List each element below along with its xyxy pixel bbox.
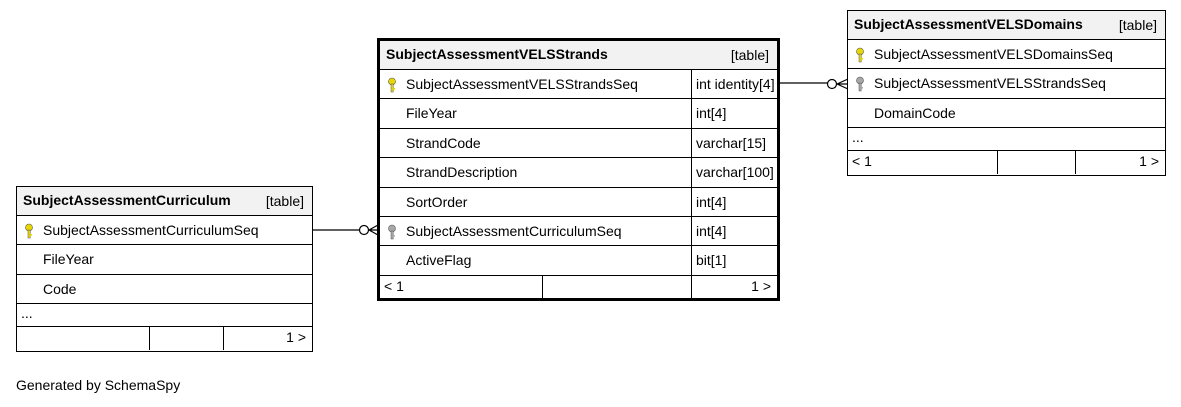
column-name: DomainCode xyxy=(874,104,956,121)
column-type: varchar[15] xyxy=(691,128,777,158)
footer-left: < 1 xyxy=(384,277,404,294)
column-name: SortOrder xyxy=(406,193,468,210)
table-header: SubjectAssessmentCurriculum [table] xyxy=(17,187,312,216)
column-name: Code xyxy=(43,280,77,297)
column-row[interactable]: SubjectAssessmentVELSDomainsSeq xyxy=(848,40,1165,70)
crowfoot-many-marker xyxy=(836,78,849,90)
column-name: FileYear xyxy=(43,251,94,268)
column-row[interactable]: SortOrder int[4] xyxy=(380,187,777,217)
table-name[interactable]: SubjectAssessmentVELSDomains xyxy=(854,16,1083,32)
table-kind: [table] xyxy=(265,193,304,209)
footer-right: 1 > xyxy=(751,277,771,294)
column-type: int identity[4] xyxy=(691,70,777,99)
primary-key-icon xyxy=(855,47,865,63)
column-name: StrandCode xyxy=(406,134,481,151)
column-row[interactable]: Code xyxy=(17,275,312,305)
primary-key-icon xyxy=(24,223,34,239)
column-row[interactable]: SubjectAssessmentCurriculumSeq xyxy=(17,216,312,246)
foreign-key-icon xyxy=(855,76,865,92)
column-row[interactable]: DomainCode xyxy=(848,99,1165,129)
column-name: StrandDescription xyxy=(406,164,518,181)
column-name: SubjectAssessmentVELSStrandsSeq xyxy=(406,76,638,92)
table-footer: 1 > xyxy=(17,327,312,351)
table-subjectassessmentvelsdomains[interactable]: SubjectAssessmentVELSDomains [table] Sub… xyxy=(847,10,1166,176)
column-row[interactable]: StrandCode varchar[15] xyxy=(380,128,777,159)
column-row[interactable]: SubjectAssessmentVELSStrandsSeq xyxy=(848,69,1165,99)
table-subjectassessmentcurriculum[interactable]: SubjectAssessmentCurriculum [table] Subj… xyxy=(16,186,313,352)
table-kind: [table] xyxy=(1118,17,1157,33)
foreign-key-icon xyxy=(387,224,397,240)
table-kind: [table] xyxy=(730,47,769,63)
footer-right: 1 > xyxy=(286,329,306,346)
column-type: int[4] xyxy=(691,99,777,128)
more-columns: ... xyxy=(17,304,312,328)
generated-by-footer[interactable]: Generated by SchemaSpy xyxy=(16,377,181,393)
column-name: SubjectAssessmentCurriculumSeq xyxy=(406,222,622,239)
column-row[interactable]: SubjectAssessmentVELSStrandsSeq int ident… xyxy=(380,70,777,100)
column-name: SubjectAssessmentVELSStrandsSeq xyxy=(874,75,1106,92)
more-columns: ... xyxy=(848,128,1165,152)
table-subjectassessmentvelsstrands[interactable]: SubjectAssessmentVELSStrands [table] Sub… xyxy=(377,38,780,301)
table-name[interactable]: SubjectAssessmentCurriculum xyxy=(23,192,231,208)
footer-right: 1 > xyxy=(1139,153,1159,170)
column-name: SubjectAssessmentCurriculumSeq xyxy=(43,222,259,238)
column-row[interactable]: FileYear int[4] xyxy=(380,99,777,129)
table-header: SubjectAssessmentVELSDomains [table] xyxy=(848,11,1165,40)
column-name: FileYear xyxy=(406,105,457,122)
column-name: SubjectAssessmentVELSDomainsSeq xyxy=(874,46,1113,62)
primary-key-icon xyxy=(387,77,397,93)
column-type: int[4] xyxy=(691,187,777,216)
column-type: bit[1] xyxy=(691,246,777,275)
table-header: SubjectAssessmentVELSStrands [table] xyxy=(380,41,777,70)
column-name: ActiveFlag xyxy=(406,252,472,269)
table-name[interactable]: SubjectAssessmentVELSStrands xyxy=(386,46,608,62)
column-row[interactable]: FileYear xyxy=(17,245,312,275)
table-footer: < 1 1 > xyxy=(380,275,777,299)
column-type: int[4] xyxy=(691,216,777,246)
column-row[interactable]: StrandDescription varchar[100] xyxy=(380,158,777,188)
footer-left: < 1 xyxy=(852,153,872,170)
column-row[interactable]: SubjectAssessmentCurriculumSeq int[4] xyxy=(380,216,777,247)
column-type: varchar[100] xyxy=(691,158,777,187)
crowfoot-zero-marker xyxy=(826,78,838,90)
column-row[interactable]: ActiveFlag bit[1] xyxy=(380,246,777,276)
crowfoot-zero-marker xyxy=(358,224,370,236)
crowfoot-many-marker xyxy=(368,224,379,236)
table-footer: < 1 1 > xyxy=(848,151,1165,175)
